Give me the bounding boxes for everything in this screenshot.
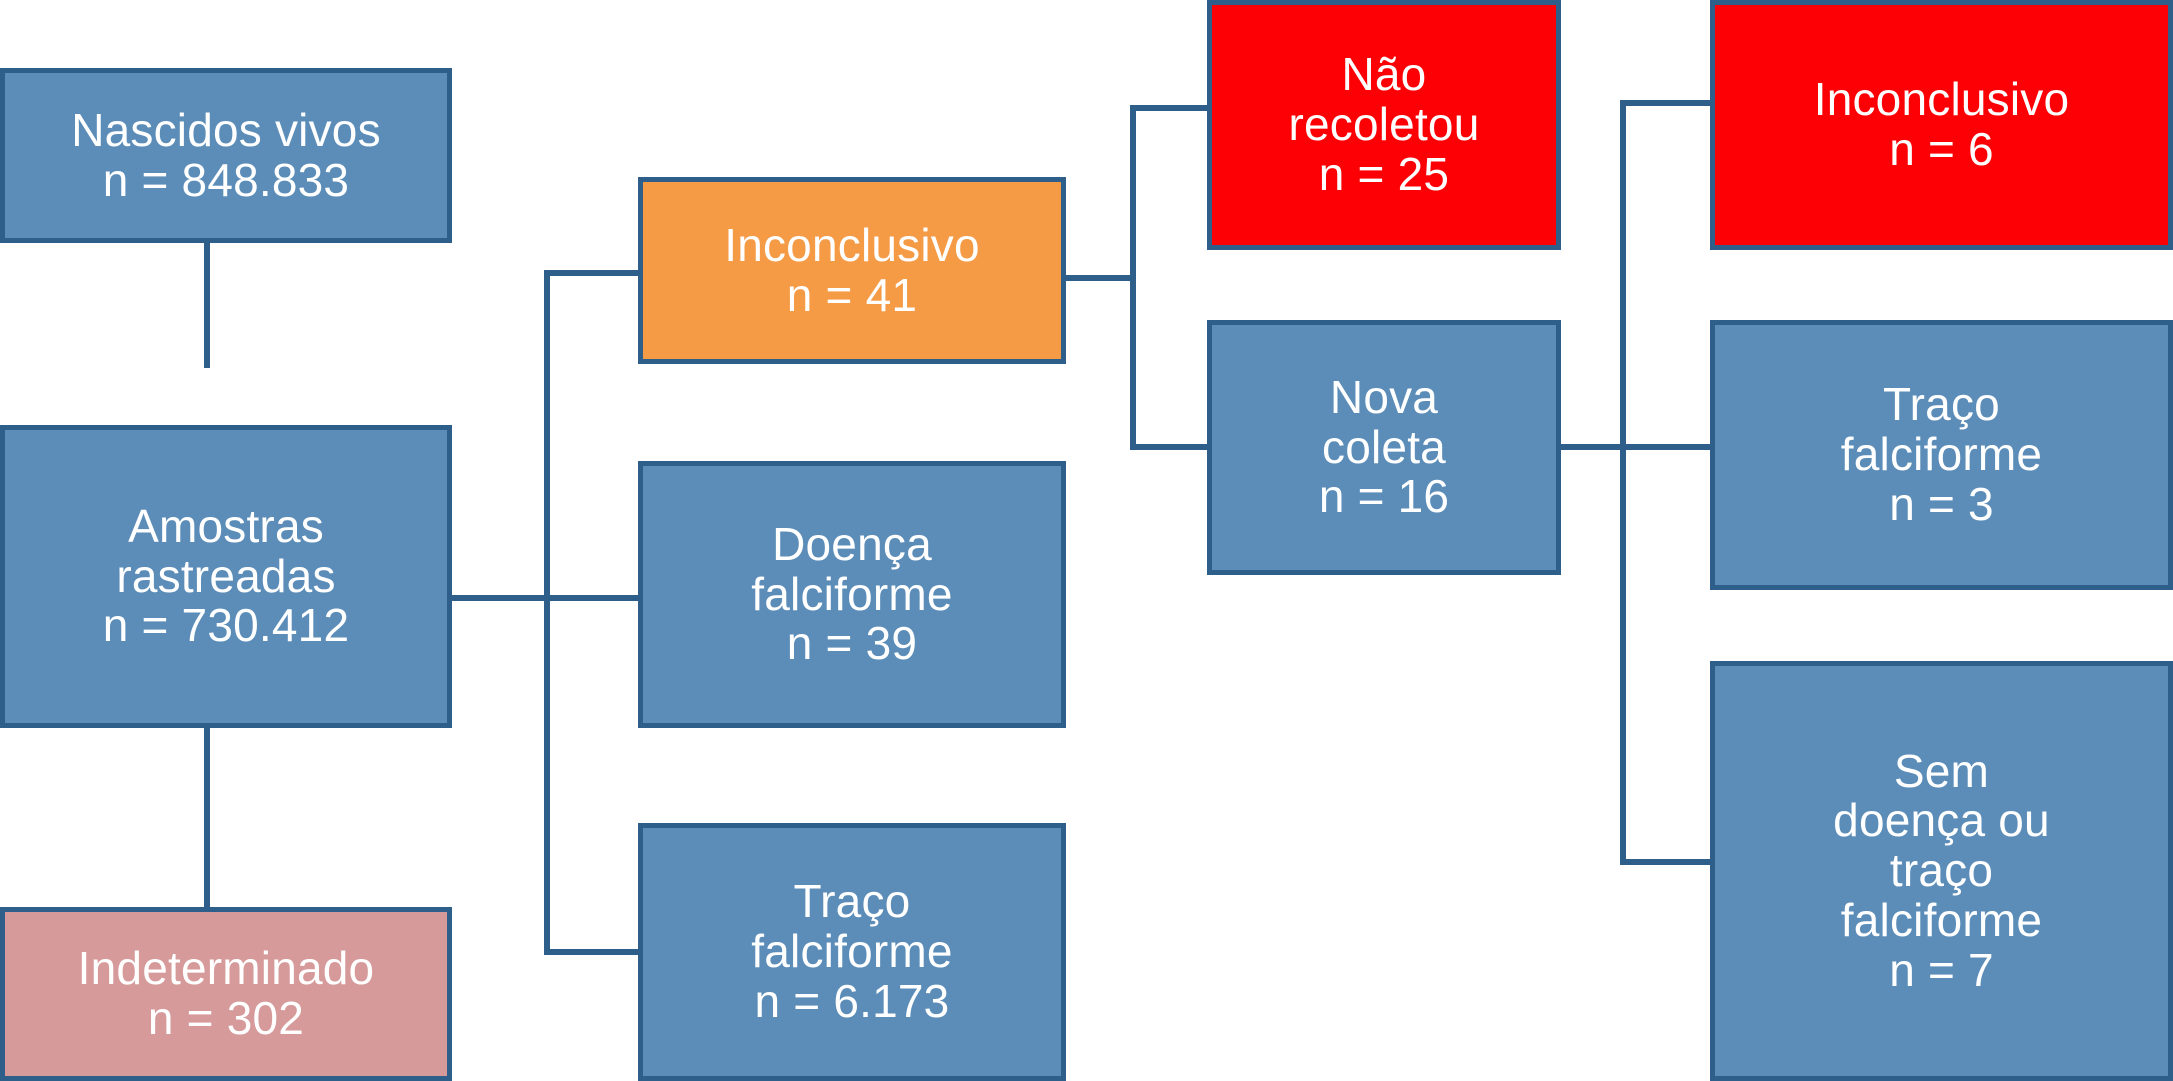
node-sem-doenca-ou-traco-7: Sem doença ou traço falciforme n = 7 bbox=[1710, 661, 2173, 1081]
node-nova-coleta-16: Nova coleta n = 16 bbox=[1207, 320, 1561, 575]
connector-amostras-to-indeterminado bbox=[204, 728, 210, 907]
node-nao-recoletou-25: Não recoletou n = 25 bbox=[1207, 0, 1561, 250]
connector-nascidos-to-amostras bbox=[204, 243, 210, 368]
connector-trunk3-to-nao-recoletou bbox=[1130, 105, 1213, 111]
connector-column4-trunk bbox=[1620, 100, 1626, 865]
connector-amostras-right-stub bbox=[448, 595, 550, 601]
connector-column3-trunk bbox=[1130, 105, 1136, 450]
connector-nova-coleta-right-stub bbox=[1526, 444, 1626, 450]
connector-trunk4-to-inconclusivo6 bbox=[1620, 100, 1715, 106]
node-doenca-falciforme-39: Doença falciforme n = 39 bbox=[638, 461, 1066, 728]
connector-trunk2-to-traco6173 bbox=[544, 949, 640, 955]
node-amostras-rastreadas: Amostras rastreadas n = 730.412 bbox=[0, 425, 452, 728]
connector-trunk4-to-sem-doenca bbox=[1620, 859, 1715, 865]
connector-trunk4-to-traco3 bbox=[1620, 444, 1715, 450]
connector-inconclusivo41-right-stub bbox=[1063, 275, 1136, 281]
connector-trunk2-to-inconclusivo41 bbox=[544, 270, 640, 276]
node-nascidos-vivos: Nascidos vivos n = 848.833 bbox=[0, 68, 452, 243]
node-inconclusivo-6: Inconclusivo n = 6 bbox=[1710, 0, 2173, 250]
connector-trunk2-to-doenca bbox=[544, 595, 640, 601]
connector-column2-trunk bbox=[544, 270, 550, 955]
node-traco-falciforme-6173: Traço falciforme n = 6.173 bbox=[638, 823, 1066, 1081]
node-traco-falciforme-3: Traço falciforme n = 3 bbox=[1710, 320, 2173, 590]
node-inconclusivo-41: Inconclusivo n = 41 bbox=[638, 177, 1066, 364]
connector-trunk3-to-nova-coleta bbox=[1130, 444, 1213, 450]
node-indeterminado: Indeterminado n = 302 bbox=[0, 907, 452, 1081]
